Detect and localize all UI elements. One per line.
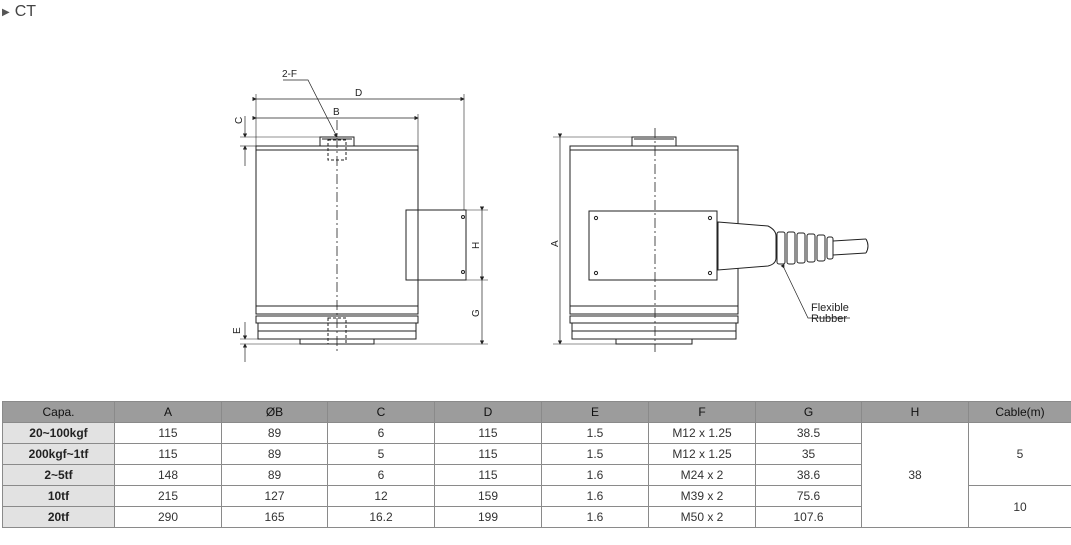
header-e: E bbox=[541, 401, 649, 423]
table-row: 20~100kgf 115 89 6 115 1.5 M12 x 1.25 38… bbox=[2, 422, 1071, 528]
cell-c: 16.2 bbox=[327, 506, 435, 528]
table-row: 2~5tf 148 89 6 115 1.6 M24 x 2 38.6 bbox=[2, 464, 1071, 486]
cell-f: M39 x 2 bbox=[648, 485, 756, 507]
cell-f: M12 x 1.25 bbox=[648, 443, 756, 465]
cell-f: M50 x 2 bbox=[648, 506, 756, 528]
cell-c: 5 bbox=[327, 443, 435, 465]
dim-label-a: A bbox=[550, 240, 561, 247]
cell-e: 1.6 bbox=[541, 464, 649, 486]
cell-cable-large: 10 bbox=[968, 485, 1071, 528]
header-d: D bbox=[434, 401, 542, 423]
header-f: F bbox=[648, 401, 756, 423]
cell-h: 38 bbox=[861, 422, 969, 528]
table-header-row: Capa. A ØB C D E F G H Cable(m) bbox=[2, 401, 1071, 423]
dim-label-h: H bbox=[471, 242, 482, 249]
cell-g: 38.6 bbox=[755, 464, 862, 486]
cell-g: 38.5 bbox=[755, 422, 862, 444]
cell-e: 1.6 bbox=[541, 506, 649, 528]
dim-label-b: B bbox=[333, 107, 340, 118]
header-cable: Cable(m) bbox=[968, 401, 1071, 423]
cell-b: 165 bbox=[221, 506, 328, 528]
dim-label-e: E bbox=[232, 327, 243, 334]
table-row: 20tf 290 165 16.2 199 1.6 M50 x 2 107.6 bbox=[2, 506, 1071, 528]
cell-a: 148 bbox=[114, 464, 222, 486]
header-b: ØB bbox=[221, 401, 328, 423]
cell-f: M12 x 1.25 bbox=[648, 422, 756, 444]
cell-capa: 20tf bbox=[2, 506, 115, 528]
header-g: G bbox=[755, 401, 862, 423]
cell-e: 1.5 bbox=[541, 443, 649, 465]
cell-g: 35 bbox=[755, 443, 862, 465]
cell-f: M24 x 2 bbox=[648, 464, 756, 486]
section-title: CT bbox=[14, 3, 37, 20]
triangle-bullet-icon: ▶ bbox=[2, 6, 10, 18]
header-capa: Capa. bbox=[2, 401, 115, 423]
cell-g: 75.6 bbox=[755, 485, 862, 507]
note-rubber: Rubber bbox=[811, 313, 847, 325]
cell-a: 215 bbox=[114, 485, 222, 507]
dim-label-g: G bbox=[471, 309, 482, 317]
cell-d: 159 bbox=[434, 485, 542, 507]
cell-d: 115 bbox=[434, 422, 542, 444]
cell-b: 89 bbox=[221, 464, 328, 486]
dim-label-d: D bbox=[355, 88, 362, 99]
cell-capa: 10tf bbox=[2, 485, 115, 507]
section-heading: ▶ CT bbox=[2, 2, 36, 22]
cell-c: 6 bbox=[327, 464, 435, 486]
dim-label-c: C bbox=[234, 117, 245, 124]
cell-d: 115 bbox=[434, 443, 542, 465]
header-a: A bbox=[114, 401, 222, 423]
spec-table: Capa. A ØB C D E F G H Cable(m) 20~100kg… bbox=[2, 401, 1071, 528]
table-row: 200kgf~1tf 115 89 5 115 1.5 M12 x 1.25 3… bbox=[2, 443, 1071, 465]
cell-a: 115 bbox=[114, 422, 222, 444]
cell-b: 127 bbox=[221, 485, 328, 507]
cell-d: 115 bbox=[434, 464, 542, 486]
cell-capa: 20~100kgf bbox=[2, 422, 115, 444]
dim-label-f: 2-F bbox=[282, 69, 297, 80]
cell-g: 107.6 bbox=[755, 506, 862, 528]
cell-e: 1.6 bbox=[541, 485, 649, 507]
cell-cable-small: 5 bbox=[968, 422, 1071, 486]
technical-drawing: 2-F D B C H G E bbox=[232, 69, 869, 362]
cell-a: 115 bbox=[114, 443, 222, 465]
cell-d: 199 bbox=[434, 506, 542, 528]
cell-b: 89 bbox=[221, 443, 328, 465]
side-view bbox=[553, 128, 869, 352]
header-h: H bbox=[861, 401, 969, 423]
table-row: 10tf 215 127 12 159 1.6 M39 x 2 75.6 10 bbox=[2, 485, 1071, 528]
cell-capa: 2~5tf bbox=[2, 464, 115, 486]
cell-c: 6 bbox=[327, 422, 435, 444]
front-view bbox=[240, 79, 488, 362]
cell-e: 1.5 bbox=[541, 422, 649, 444]
cell-b: 89 bbox=[221, 422, 328, 444]
cell-a: 290 bbox=[114, 506, 222, 528]
note-flexible: Flexible bbox=[811, 302, 849, 314]
cell-capa: 200kgf~1tf bbox=[2, 443, 115, 465]
header-c: C bbox=[327, 401, 435, 423]
cell-c: 12 bbox=[327, 485, 435, 507]
